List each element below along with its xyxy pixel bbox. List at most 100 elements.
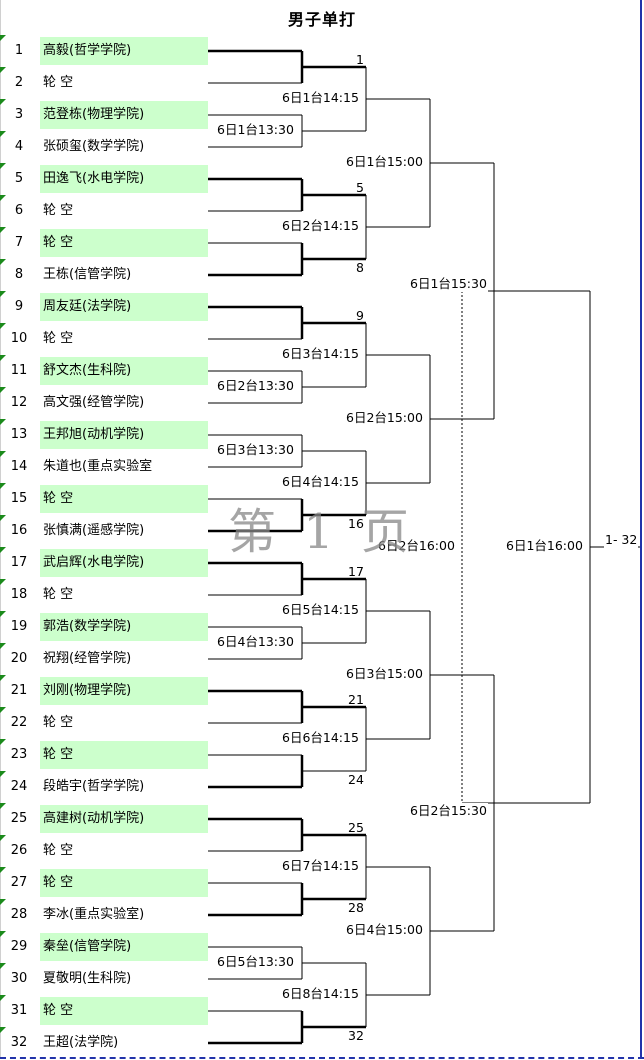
player-seed: 26 <box>10 843 28 858</box>
cell-marker-icon <box>0 611 6 617</box>
cell-marker-icon <box>0 739 6 745</box>
winner-number: 16 <box>348 516 364 531</box>
player-name: 夏敬明(生科院) <box>43 971 132 986</box>
player-row: 1 高毅(哲学学院) <box>0 35 210 67</box>
cell-marker-icon <box>0 451 6 457</box>
player-name: 轮 空 <box>43 331 74 346</box>
player-name: 轮 空 <box>40 869 208 897</box>
player-name: 王超(法学院) <box>43 1035 119 1050</box>
player-name: 轮 空 <box>43 203 74 218</box>
player-seed: 28 <box>10 907 28 922</box>
match-time: 6日1台13:30 <box>216 122 295 138</box>
player-row: 5 田逸飞(水电学院) <box>0 163 210 195</box>
player-seed: 14 <box>10 459 28 474</box>
cell-marker-icon <box>0 771 6 777</box>
player-seed: 5 <box>14 171 24 186</box>
match-time: 6日3台15:00 <box>345 666 424 682</box>
player-seed: 17 <box>10 555 28 570</box>
player-row: 16 张慎满(遥感学院) <box>0 515 210 547</box>
player-name: 高建树(动机学院) <box>40 805 208 833</box>
winner-number: 8 <box>356 260 364 275</box>
semifinal-time: 6日2台16:00 <box>377 538 456 554</box>
cell-marker-icon <box>0 931 6 937</box>
player-seed: 22 <box>10 715 28 730</box>
match-time: 6日4台13:30 <box>216 634 295 650</box>
player-row: 22 轮 空 <box>0 707 210 739</box>
player-seed: 9 <box>14 299 24 314</box>
player-seed: 7 <box>14 235 24 250</box>
cell-marker-icon <box>0 99 6 105</box>
final-time: 6日1台16:00 <box>505 538 584 554</box>
cell-marker-icon <box>0 195 6 201</box>
cell-marker-icon <box>0 899 6 905</box>
player-name: 轮 空 <box>43 587 74 602</box>
player-row: 20 祝翔(经管学院) <box>0 643 210 675</box>
page-title: 男子单打 <box>287 10 356 29</box>
player-seed: 21 <box>10 683 28 698</box>
cell-marker-icon <box>0 707 6 713</box>
player-name: 武启辉(水电学院) <box>40 549 208 577</box>
player-name: 李冰(重点实验室) <box>43 907 145 922</box>
player-seed: 24 <box>10 779 28 794</box>
player-row: 26 轮 空 <box>0 835 210 867</box>
player-name: 高毅(哲学学院) <box>40 37 208 65</box>
cell-marker-icon <box>0 259 6 265</box>
player-seed: 23 <box>10 747 28 762</box>
cell-marker-icon <box>0 67 6 73</box>
cell-marker-icon <box>0 675 6 681</box>
match-time: 6日6台14:15 <box>281 730 360 746</box>
player-name: 轮 空 <box>43 843 74 858</box>
player-seed: 27 <box>10 875 28 890</box>
winner-number: 9 <box>356 308 364 323</box>
page-watermark: 第 1 页 <box>228 504 416 560</box>
player-name: 张慎满(遥感学院) <box>43 523 145 538</box>
cell-marker-icon <box>0 163 6 169</box>
player-name: 张硕玺(数学学院) <box>43 139 145 154</box>
cell-marker-icon <box>0 515 6 521</box>
player-name: 舒文杰(生科院) <box>40 357 208 385</box>
player-seed: 31 <box>10 1003 28 1018</box>
player-seed: 16 <box>10 523 28 538</box>
player-seed: 20 <box>10 651 28 666</box>
player-row: 28 李冰(重点实验室) <box>0 899 210 931</box>
player-name: 范登栋(物理学院) <box>40 101 208 129</box>
winner-number: 24 <box>348 772 364 787</box>
cell-marker-icon <box>0 1027 6 1033</box>
cell-marker-icon <box>0 835 6 841</box>
match-time: 6日3台13:30 <box>216 442 295 458</box>
page-break-line <box>0 1057 644 1059</box>
cell-marker-icon <box>0 291 6 297</box>
cell-marker-icon <box>0 803 6 809</box>
match-time: 6日2台15:30 <box>409 803 488 819</box>
match-time: 6日1台15:00 <box>345 154 424 170</box>
player-name: 轮 空 <box>43 715 74 730</box>
player-seed: 18 <box>10 587 28 602</box>
match-time: 6日5台13:30 <box>216 954 295 970</box>
match-time: 6日5台14:15 <box>281 602 360 618</box>
cell-marker-icon <box>0 963 6 969</box>
player-seed: 1 <box>14 43 24 58</box>
player-name: 祝翔(经管学院) <box>43 651 132 666</box>
player-name: 高文强(经管学院) <box>43 395 145 410</box>
cell-marker-icon <box>0 35 6 41</box>
player-seed: 13 <box>10 427 28 442</box>
player-name: 田逸飞(水电学院) <box>40 165 208 193</box>
winner-number: 17 <box>348 564 364 579</box>
player-name: 朱道也(重点实验室 <box>43 459 153 474</box>
cell-marker-icon <box>0 131 6 137</box>
match-time: 6日4台15:00 <box>345 922 424 938</box>
winner-number: 1 <box>356 52 364 67</box>
